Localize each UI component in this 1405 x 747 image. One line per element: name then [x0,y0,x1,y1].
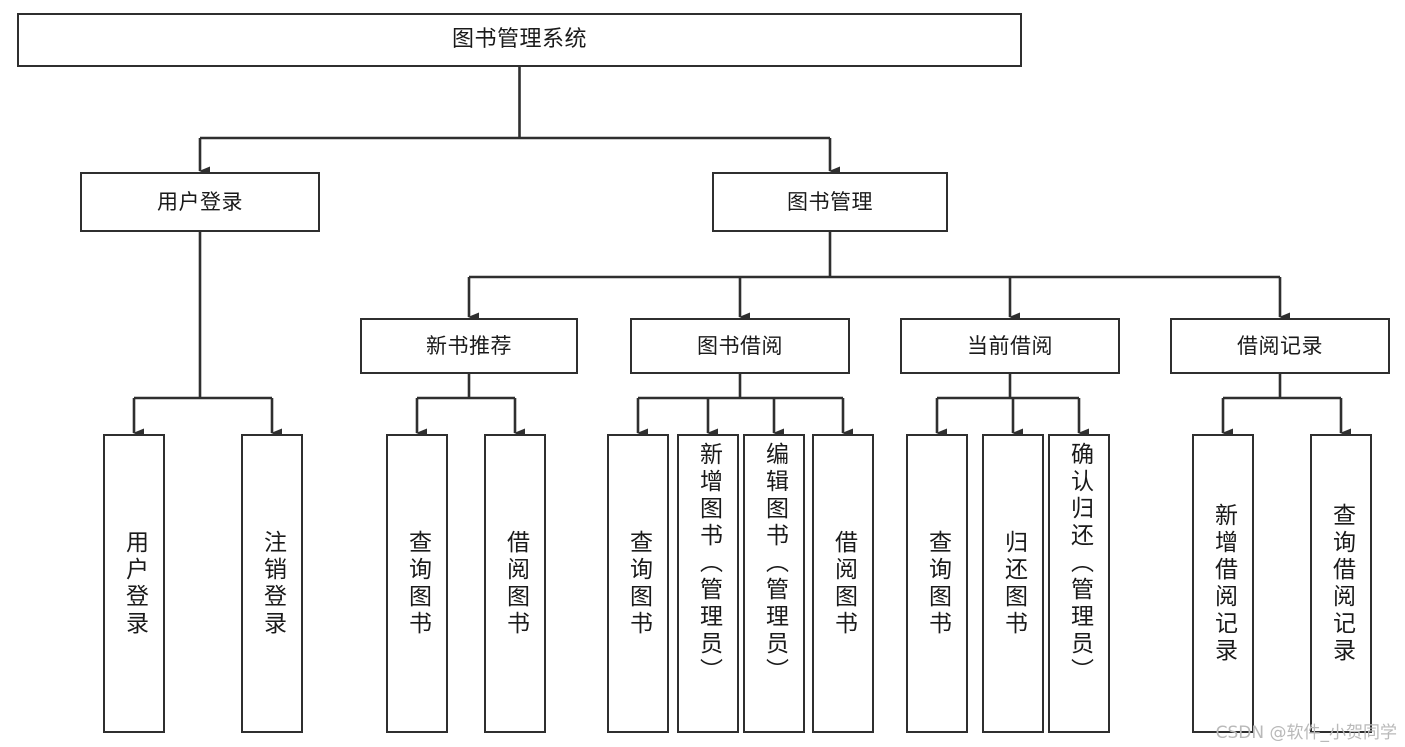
node-leaf-borrow-book[interactable]: 借阅图书 [812,434,874,733]
node-label: 借阅记录 [1237,333,1323,358]
node-leaf-query-book-recommend[interactable]: 查询图书 [386,434,448,733]
node-book-borrow[interactable]: 图书借阅 [630,318,850,374]
node-label: 用户登录 [157,189,243,214]
node-label: 查询借阅记录 [1328,502,1355,665]
node-label: 借阅图书 [830,529,857,638]
watermark: CSDN @软件_小贺同学 [1215,723,1397,743]
node-leaf-add-borrow-record[interactable]: 新增借阅记录 [1192,434,1254,733]
node-leaf-query-book-borrow[interactable]: 查询图书 [607,434,669,733]
node-new-book-recommend[interactable]: 新书推荐 [360,318,578,374]
node-user-login[interactable]: 用户登录 [80,172,320,232]
node-label: 归还图书 [1000,529,1027,638]
node-leaf-edit-book[interactable]: 编辑图书（管理员） [743,434,805,733]
node-label: 确认归还（管理员） [1066,442,1093,685]
node-label: 图书管理系统 [451,27,587,53]
node-leaf-logout[interactable]: 注销登录 [241,434,303,733]
node-label: 编辑图书（管理员） [761,442,788,685]
node-leaf-query-book-current[interactable]: 查询图书 [906,434,968,733]
node-leaf-query-borrow-record[interactable]: 查询借阅记录 [1310,434,1372,733]
node-leaf-confirm-return[interactable]: 确认归还（管理员） [1048,434,1110,733]
node-label: 图书借阅 [697,333,783,358]
node-leaf-add-book[interactable]: 新增图书（管理员） [677,434,739,733]
node-label: 当前借阅 [967,333,1053,358]
node-label: 查询图书 [924,529,951,638]
node-book-manage[interactable]: 图书管理 [712,172,948,232]
node-label: 新增图书（管理员） [695,442,722,685]
node-root[interactable]: 图书管理系统 [17,13,1022,67]
node-label: 借阅图书 [502,529,529,638]
node-leaf-user-login[interactable]: 用户登录 [103,434,165,733]
node-label: 查询图书 [404,529,431,638]
node-label: 图书管理 [787,189,873,214]
node-borrow-record[interactable]: 借阅记录 [1170,318,1390,374]
node-current-borrow[interactable]: 当前借阅 [900,318,1120,374]
node-label: 新增借阅记录 [1210,502,1237,665]
node-label: 用户登录 [121,529,148,638]
node-leaf-borrow-book-recommend[interactable]: 借阅图书 [484,434,546,733]
node-label: 新书推荐 [426,333,512,358]
node-leaf-return-book[interactable]: 归还图书 [982,434,1044,733]
node-label: 注销登录 [259,529,286,638]
node-label: 查询图书 [625,529,652,638]
